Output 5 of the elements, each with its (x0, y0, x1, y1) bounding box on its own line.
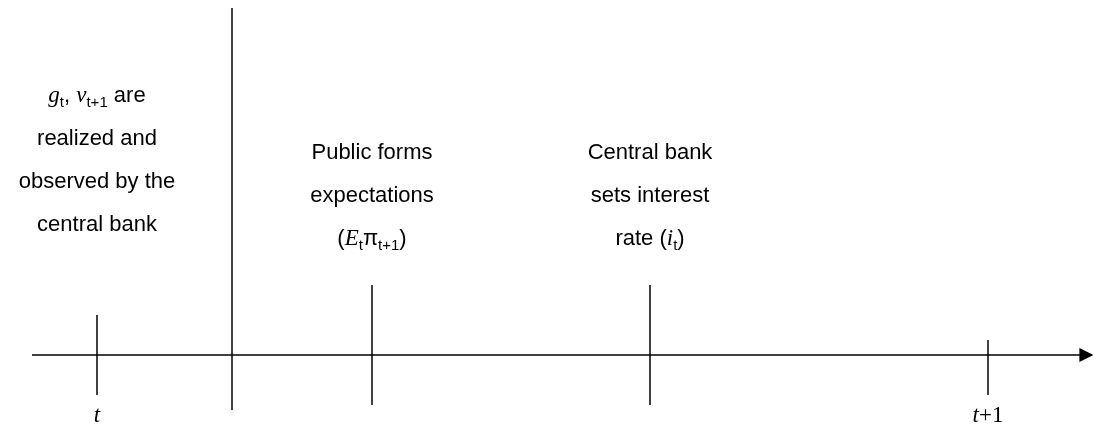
event-text: g$_{t}$, v$_{t+1}$ are realized and observed by the central bank (17, 81, 177, 238)
event-text: Public forms expectations (E$_{t}$π$_{t+1}$) (309, 138, 435, 256)
tick-label: t (92, 402, 102, 428)
event-text: Central bank sets interest rate (i$_{t}$) (586, 138, 714, 256)
tick-label: t+1 (971, 402, 1005, 428)
